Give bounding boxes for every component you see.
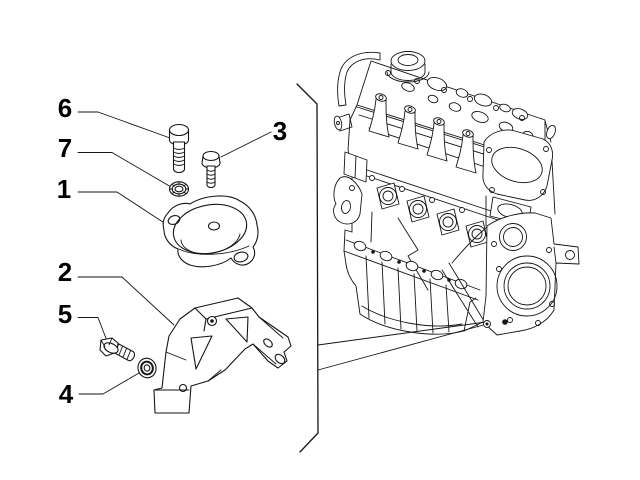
washer-4 bbox=[137, 357, 157, 379]
leader-line-5 bbox=[77, 317, 108, 342]
bolt-5 bbox=[99, 337, 136, 362]
bracket2-foot-hole bbox=[178, 383, 188, 393]
engine-top-ports bbox=[385, 70, 534, 140]
bolt-6 bbox=[168, 123, 190, 173]
callout-5: 5 bbox=[58, 299, 72, 329]
bracket-2 bbox=[153, 297, 292, 414]
location-line-lower bbox=[317, 323, 488, 371]
engine-illustration bbox=[333, 51, 580, 336]
washer7-ribs bbox=[169, 181, 189, 197]
bracket2-arm-lines bbox=[252, 316, 284, 365]
bracket2-ribs bbox=[165, 351, 222, 382]
callout-leader-lines bbox=[77, 111, 272, 395]
washer4-rim bbox=[140, 360, 154, 376]
bracket2-bolt-hole-center bbox=[210, 319, 214, 323]
callout-3: 3 bbox=[273, 116, 287, 146]
washer-7 bbox=[168, 181, 190, 197]
washer4-outer bbox=[137, 357, 157, 379]
bolt3-threads bbox=[206, 169, 216, 184]
engine-block-detail-lines bbox=[343, 211, 488, 291]
engine-mount-strut bbox=[441, 262, 485, 328]
engine-spark-plug-towers bbox=[368, 93, 477, 174]
bracket2-cutout-right bbox=[225, 316, 249, 343]
callout-4: 4 bbox=[59, 379, 74, 409]
bolt5-head-facets bbox=[100, 337, 113, 348]
engine-coolant-pipe bbox=[333, 51, 381, 132]
leader-line-1 bbox=[77, 191, 173, 229]
engine-oil-pan bbox=[343, 239, 484, 335]
bolt6-head-top bbox=[168, 123, 190, 137]
engine-mounting-bolt-point bbox=[483, 320, 491, 328]
leader-line-2 bbox=[77, 276, 175, 326]
washer4-hole bbox=[143, 364, 151, 372]
engine-oil-filler-cap bbox=[386, 51, 430, 83]
engine-head-gasket-rail bbox=[351, 164, 501, 221]
bracket2-front-crease bbox=[203, 318, 207, 332]
engine-left-housing bbox=[333, 151, 368, 225]
callout-6: 6 bbox=[58, 93, 72, 123]
engine-flywheel-housing bbox=[482, 212, 580, 336]
leader-line-4 bbox=[78, 372, 140, 395]
mount1-stud-hole bbox=[207, 221, 221, 231]
washer7-hole bbox=[174, 185, 184, 193]
location-line-upper bbox=[317, 321, 487, 346]
bracket2-cutout-left bbox=[190, 335, 213, 370]
engine-location-lines bbox=[317, 321, 488, 371]
bolt6-threads bbox=[173, 147, 185, 166]
callout-1: 1 bbox=[57, 174, 71, 204]
mount1-ear-hole-right bbox=[233, 251, 249, 263]
bolt-3 bbox=[201, 150, 221, 189]
engine-timing-cover bbox=[482, 120, 556, 227]
frame-divider bbox=[296, 83, 319, 453]
bracket2-arm-hole-1 bbox=[263, 338, 273, 348]
callout-7: 7 bbox=[58, 133, 72, 163]
mount1-lip bbox=[178, 245, 250, 255]
mount1-ear-hole-left bbox=[167, 215, 181, 225]
bracket2-body bbox=[153, 297, 292, 414]
callout-labels: 6 7 1 2 5 4 3 bbox=[57, 93, 287, 409]
bolt5-flange bbox=[103, 342, 119, 354]
leader-line-3 bbox=[220, 131, 272, 158]
bolt3-head-top bbox=[202, 150, 220, 162]
bolt3-shank bbox=[206, 165, 216, 189]
engine-exhaust-flanges bbox=[376, 182, 489, 248]
engine-mount-1 bbox=[162, 195, 259, 268]
bracket2-arm-hole-2 bbox=[274, 353, 286, 365]
leader-line-7 bbox=[77, 152, 172, 188]
callout-2: 2 bbox=[58, 257, 72, 287]
mount1-dome-rim bbox=[180, 233, 241, 255]
leader-line-6 bbox=[77, 111, 171, 139]
